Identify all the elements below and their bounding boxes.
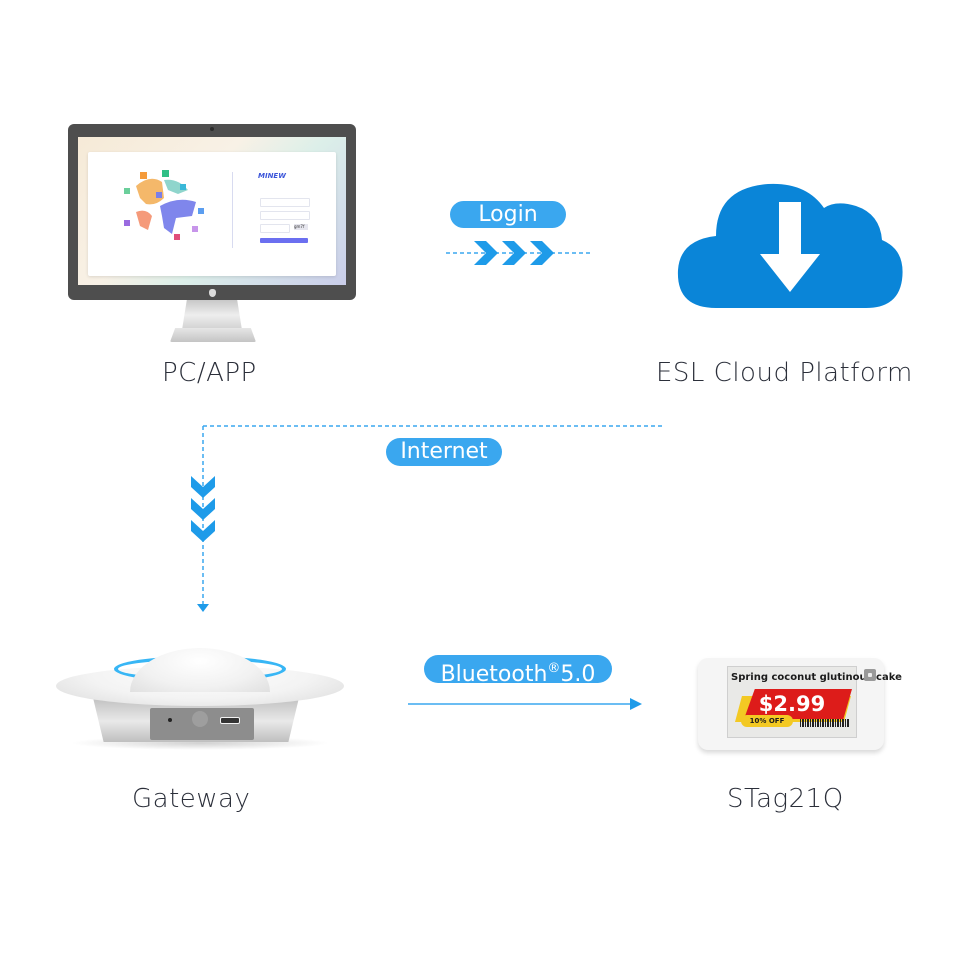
usb-port-icon [220, 717, 240, 724]
power-button [192, 711, 208, 727]
map-eurasia [160, 199, 196, 234]
map-greenland [164, 179, 188, 194]
barcode-icon [800, 719, 850, 727]
chevron-right-icon [502, 241, 526, 265]
chevron-right-icon [474, 241, 498, 265]
app-icon [124, 220, 130, 226]
app-icon [192, 226, 198, 232]
stag21q-label: STag21Q [727, 784, 844, 814]
gateway-label: Gateway [132, 784, 251, 814]
map-south-america [136, 210, 152, 230]
chevron-down-icon [191, 520, 215, 542]
bluetooth-text: Bluetooth [440, 662, 548, 687]
app-icon [124, 188, 130, 194]
cloud-download-icon [677, 183, 903, 308]
camera-dot [210, 127, 214, 131]
app-icon [162, 170, 169, 177]
tag-led-light [868, 673, 872, 677]
chevron-down-icon [191, 498, 215, 520]
app-icon [174, 234, 180, 240]
arrowhead-right-icon [630, 698, 642, 710]
app-icon [140, 172, 147, 179]
tag-discount-badge: 10% OFF [741, 715, 793, 727]
tag-red-band [744, 689, 852, 719]
bluetooth-connector [408, 698, 642, 710]
chevron-down-icon [191, 476, 215, 498]
bluetooth-version: 5.0 [560, 662, 596, 687]
password-field [260, 211, 310, 220]
monitor-stand-base [170, 328, 256, 342]
captcha-field [260, 224, 290, 233]
captcha-image: gm7f [294, 224, 308, 230]
tag-price: $2.99 [758, 692, 826, 716]
internet-badge: Internet [386, 438, 502, 466]
screen-divider [232, 172, 233, 248]
tag-product-name: Spring coconut glutinous cake [731, 672, 902, 683]
pc-app-label: PC/APP [162, 358, 257, 388]
username-field [260, 198, 310, 207]
bluetooth-badge: Bluetooth®5.0 [424, 655, 612, 687]
gateway-dome [130, 648, 270, 692]
registered-mark: ® [547, 661, 561, 676]
internet-connector [191, 425, 662, 612]
chevron-right-icon [530, 241, 554, 265]
login-connector [446, 241, 590, 265]
app-icon [180, 184, 186, 190]
monitor-stand [182, 300, 242, 330]
arrow-down-icon [760, 202, 820, 292]
screen-login-button [260, 238, 308, 243]
map-north-america [136, 178, 164, 205]
app-icon [156, 192, 162, 198]
app-icon [198, 208, 204, 214]
apple-logo-icon [209, 289, 216, 297]
world-map-illustration [124, 170, 204, 240]
login-badge: Login [450, 201, 566, 228]
esl-cloud-label: ESL Cloud Platform [656, 358, 913, 388]
minew-logo: MINEW [258, 172, 286, 180]
arrowhead-down-icon [197, 604, 209, 612]
reset-hole [168, 718, 172, 722]
